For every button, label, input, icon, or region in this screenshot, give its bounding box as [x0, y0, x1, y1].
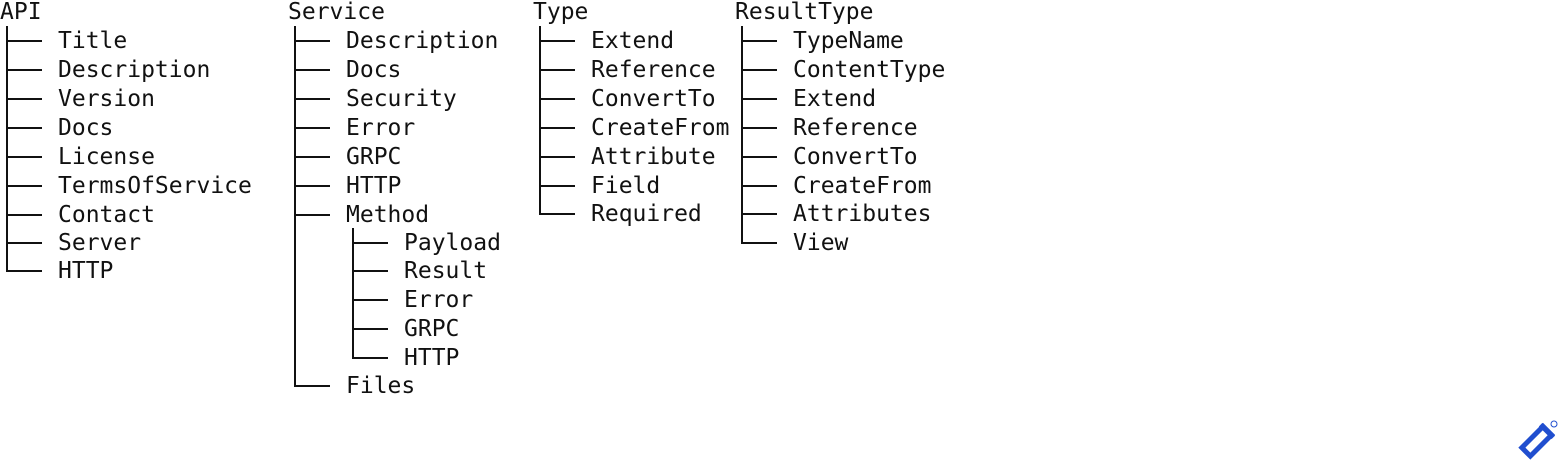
- tree-node: ConvertTo: [793, 144, 918, 170]
- tree-branch: [741, 127, 777, 129]
- tree-node-method: Method: [346, 202, 430, 228]
- tree-branch: [6, 242, 42, 244]
- tree-branch: [741, 242, 777, 244]
- tree-branch: [6, 156, 42, 158]
- tree-branch: [539, 98, 575, 100]
- tree-node: Title: [58, 28, 128, 54]
- tree-branch: [294, 185, 330, 187]
- tree-node: Extend: [793, 86, 877, 112]
- tree-node: Extend: [591, 28, 675, 54]
- tree-branch: [294, 98, 330, 100]
- tree-node: ContentType: [793, 57, 946, 83]
- tree-branch: [352, 242, 388, 244]
- tree-branch: [294, 156, 330, 158]
- tree-branch: [539, 69, 575, 71]
- tree-node: Payload: [404, 230, 501, 256]
- tree-branch: [6, 185, 42, 187]
- tree-connector: [352, 228, 354, 358]
- tree-node: Reference: [591, 57, 716, 83]
- tree-branch: [352, 270, 388, 272]
- tree-node: Docs: [58, 115, 114, 141]
- tree-branch: [539, 127, 575, 129]
- tree-connector: [294, 26, 296, 386]
- tree-connector: [741, 26, 743, 243]
- tree-branch: [6, 69, 42, 71]
- tree-node: Attributes: [793, 201, 932, 227]
- tree-branch: [352, 357, 388, 359]
- tree-node: Result: [404, 258, 488, 284]
- tree-branch: [741, 98, 777, 100]
- tree-branch: [6, 98, 42, 100]
- tree-branch: [294, 127, 330, 129]
- tree-branch: [741, 69, 777, 71]
- tree-branch: [741, 40, 777, 42]
- tree-branch: [352, 328, 388, 330]
- tree-root-resulttype: ResultType: [735, 0, 874, 25]
- tree-branch: [6, 40, 42, 42]
- tree-branch: [294, 385, 330, 387]
- tree-branch: [539, 185, 575, 187]
- tree-node: Attribute: [591, 144, 716, 170]
- tree-branch: [741, 185, 777, 187]
- tree-branch: [741, 156, 777, 158]
- tree-node: TermsOfService: [58, 173, 252, 199]
- tree-branch: [294, 40, 330, 42]
- tree-node: Description: [58, 57, 211, 83]
- tree-connector: [6, 26, 8, 271]
- tree-branch: [539, 156, 575, 158]
- tree-branch: [6, 214, 42, 216]
- tree-connector: [539, 26, 541, 215]
- tree-node: Description: [346, 28, 499, 54]
- tree-node: TypeName: [793, 28, 904, 54]
- toptal-logo-icon: [1518, 418, 1558, 462]
- tree-node: Files: [346, 373, 416, 399]
- tree-node: View: [793, 230, 849, 256]
- tree-branch: [6, 270, 42, 272]
- tree-node: HTTP: [404, 345, 460, 371]
- tree-node: Version: [58, 86, 155, 112]
- tree-node: HTTP: [58, 258, 114, 284]
- tree-node: Field: [591, 173, 661, 199]
- tree-branch: [539, 213, 575, 215]
- tree-node: Server: [58, 230, 142, 256]
- tree-node: Security: [346, 86, 457, 112]
- tree-branch: [539, 40, 575, 42]
- tree-branch: [352, 299, 388, 301]
- tree-node: Required: [591, 201, 702, 227]
- tree-branch: [6, 127, 42, 129]
- tree-branch: [741, 213, 777, 215]
- tree-node: Reference: [793, 115, 918, 141]
- tree-root-type: Type: [533, 0, 589, 25]
- tree-node: ConvertTo: [591, 86, 716, 112]
- tree-node: Error: [346, 115, 416, 141]
- tree-node: License: [58, 144, 155, 170]
- tree-node: Docs: [346, 57, 402, 83]
- tree-node: GRPC: [404, 316, 460, 342]
- tree-branch: [294, 69, 330, 71]
- tree-root-api: API: [0, 0, 42, 25]
- tree-node: CreateFrom: [793, 173, 932, 199]
- tree-root-service: Service: [288, 0, 385, 25]
- tree-node: CreateFrom: [591, 115, 730, 141]
- tree-branch: [294, 214, 330, 216]
- tree-node: HTTP: [346, 173, 402, 199]
- tree-node: Contact: [58, 202, 155, 228]
- tree-node: Error: [404, 287, 474, 313]
- tree-node: GRPC: [346, 144, 402, 170]
